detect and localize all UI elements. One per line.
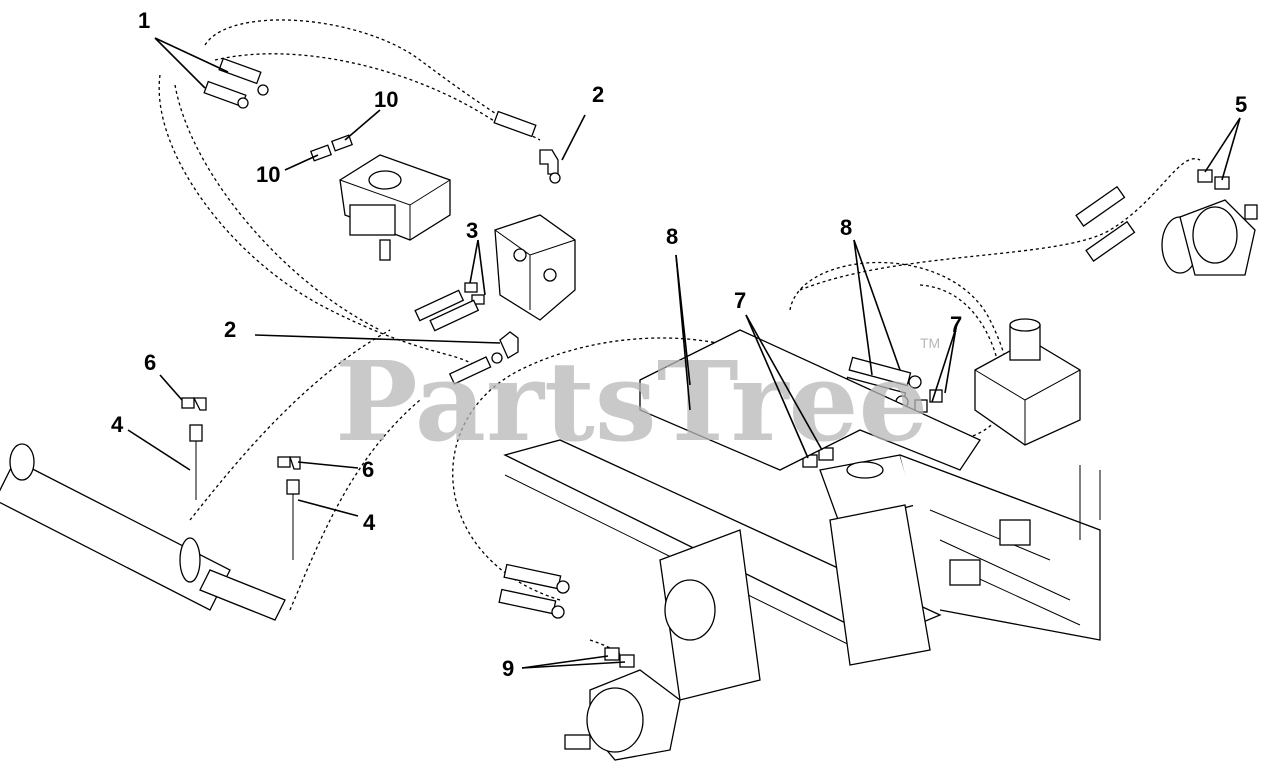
- pump-assembly: [974, 318, 1081, 446]
- hose-fitting-group-5: [1075, 169, 1230, 262]
- frame-transmission: [503, 329, 1101, 701]
- callout-8-right: 8: [840, 215, 852, 240]
- callouts: 1 2 2 3 4 4 5 6 6 7 7 8 8 9 10 10: [111, 8, 1247, 681]
- callout-4-left: 4: [111, 412, 124, 437]
- wheel-motor-right: [1161, 199, 1258, 276]
- callout-7-right: 7: [950, 312, 962, 337]
- callout-6-left: 6: [144, 350, 156, 375]
- hose-fitting-group-2: [414, 289, 519, 385]
- callout-10-top: 10: [374, 87, 398, 112]
- callout-3: 3: [466, 218, 478, 243]
- leader-lines: [127, 37, 1241, 669]
- valve-block: [494, 214, 576, 321]
- parts: [0, 57, 1258, 761]
- callout-10-left: 10: [256, 162, 280, 187]
- hose-fitting-group-9: [498, 563, 570, 619]
- hydraulic-cylinder: [0, 443, 286, 621]
- callout-2-top: 2: [592, 82, 604, 107]
- hose-fitting-group-1: [203, 57, 537, 138]
- callout-6-right: 6: [362, 457, 374, 482]
- callout-7-left: 7: [734, 288, 746, 313]
- callout-9: 9: [502, 656, 514, 681]
- fitting-group-3: [464, 282, 485, 305]
- watermark-text: PartsTree: [335, 337, 929, 466]
- callout-2-lower: 2: [224, 317, 236, 342]
- callout-8-left: 8: [666, 224, 678, 249]
- callout-4-right: 4: [363, 510, 376, 535]
- callout-5: 5: [1235, 92, 1247, 117]
- fitting-group-4-6: [181, 397, 301, 560]
- elbow-fitting-top: [539, 149, 561, 184]
- wheel-motor-bottom: [564, 647, 681, 761]
- callout-1: 1: [138, 8, 150, 33]
- control-valve: [339, 154, 451, 261]
- watermark-trademark: TM: [920, 335, 940, 351]
- watermark: PartsTree TM: [335, 335, 940, 466]
